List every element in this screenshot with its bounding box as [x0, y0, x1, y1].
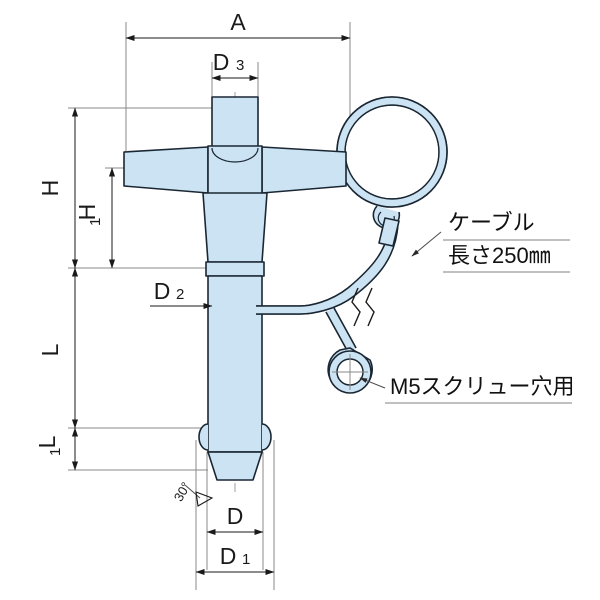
dimension-label-D3: D — [213, 49, 230, 75]
screw-hole-note-label: M5スクリュー穴用 — [390, 374, 575, 399]
dimension-H: H — [37, 107, 79, 269]
dimension-label-L: L — [37, 343, 63, 356]
handle-hub — [207, 145, 263, 197]
cable-crimp — [378, 217, 400, 247]
pin-tip-chamfer — [207, 451, 263, 481]
dimension-subscript-D3: 3 — [236, 57, 244, 74]
dimension-L1: L 1 — [34, 427, 79, 471]
top-knob — [211, 96, 259, 150]
dimension-label-D1: D — [220, 543, 237, 569]
dimension-D1: D 1 — [195, 543, 275, 576]
dimension-D2: D 2 — [150, 278, 213, 310]
dimension-label-A: A — [230, 9, 246, 35]
dimension-subscript-H1: 1 — [87, 218, 104, 226]
dimension-label-H1: H — [74, 204, 100, 221]
ball-detent-right — [261, 423, 272, 451]
cable-lanyard — [256, 217, 400, 353]
pin-body-geometry — [123, 96, 448, 481]
extension-lines — [68, 22, 351, 590]
dimension-label-H: H — [37, 180, 63, 197]
pin-shank — [207, 275, 263, 453]
cable-note: ケーブル 長さ250㎜ — [411, 210, 570, 273]
dimension-H1: H 1 — [74, 167, 116, 269]
screw-hole-note: M5スクリュー穴用 — [359, 374, 575, 404]
dimension-subscript-D2: 2 — [176, 286, 184, 303]
handle-right-arm — [261, 146, 347, 194]
chamfer-angle-annotation: 30° — [171, 479, 214, 507]
pin-collar — [205, 261, 265, 277]
knob-fillet — [211, 147, 259, 163]
handle-left-arm — [123, 146, 209, 194]
dimension-A: A — [125, 9, 351, 42]
dimension-label-D: D — [227, 503, 244, 529]
cable-note-line1: ケーブル — [448, 210, 535, 235]
dimension-subscript-L1: 1 — [47, 448, 64, 456]
cable-note-line2: 長さ250㎜ — [448, 243, 551, 268]
ball-detent-left — [198, 423, 209, 451]
pull-ring — [336, 96, 448, 208]
chamfer-angle-label: 30° — [171, 479, 194, 504]
cable-break-symbol — [351, 287, 375, 327]
dimension-label-L1: L — [34, 435, 60, 448]
pin-body-taper — [202, 192, 268, 263]
dimension-subscript-D1: 1 — [242, 551, 250, 568]
dimension-L: L — [37, 267, 79, 429]
dimension-D3: D 3 — [211, 49, 259, 82]
dimension-D: D — [206, 503, 264, 536]
dimension-label-D2: D — [154, 278, 171, 304]
cable-eyelet — [327, 347, 373, 394]
